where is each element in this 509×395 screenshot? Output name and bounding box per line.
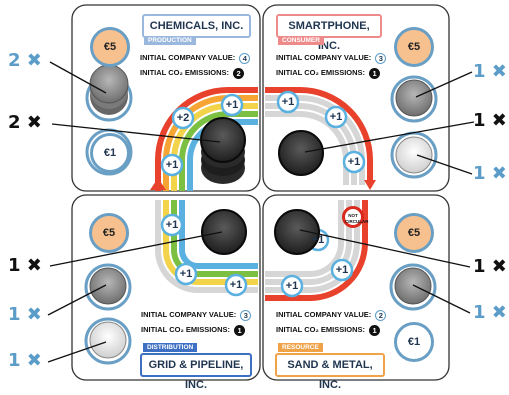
count-callout: 1 ✖ bbox=[8, 350, 42, 371]
money-coin-value: 1 bbox=[110, 147, 117, 159]
plus-label: +1 bbox=[285, 280, 299, 292]
token-stack-left-chemicals bbox=[85, 64, 133, 122]
money-coin-value: 5 bbox=[110, 41, 117, 53]
plus-label: +1 bbox=[347, 156, 361, 168]
plus-label: +2 bbox=[176, 112, 190, 124]
plus-bubble bbox=[174, 262, 198, 286]
plus-label: +1 bbox=[311, 234, 325, 246]
money-coin-value: 5 bbox=[109, 227, 116, 239]
token-grey-sand bbox=[389, 263, 437, 311]
initial-value-number: 3 bbox=[240, 309, 252, 321]
token-dark-sand bbox=[274, 209, 320, 255]
plus-label: +1 bbox=[229, 279, 243, 291]
token-white-grid bbox=[84, 317, 132, 365]
company-name: GRID & PIPELINE, INC. bbox=[140, 353, 252, 391]
money-coin-value: 5 bbox=[414, 41, 421, 53]
initial-value: INITIAL COMPANY VALUE:3 bbox=[276, 52, 387, 64]
initial-co2-label: INITIAL CO₂ EMISSIONS: bbox=[141, 325, 231, 334]
plus-label: +1 bbox=[329, 111, 343, 123]
money-coin-value: 1 bbox=[414, 336, 421, 348]
plus-bubble bbox=[160, 153, 184, 177]
money-coin: €1 bbox=[90, 133, 130, 173]
money-coin-value: 5 bbox=[414, 227, 421, 239]
count-callout: 1 ✖ bbox=[8, 304, 42, 325]
initial-value-number: 4 bbox=[239, 52, 251, 64]
token-dark-grid bbox=[201, 209, 247, 255]
plus-label: +1 bbox=[165, 159, 179, 171]
count-callout: 2 ✖ bbox=[8, 112, 42, 133]
initial-co2: INITIAL CO₂ EMISSIONS:1 bbox=[141, 324, 246, 336]
token-grey-grid bbox=[84, 263, 132, 311]
initial-value-number: 3 bbox=[375, 52, 387, 64]
category-tag: CONSUMER bbox=[278, 36, 324, 45]
plus-bubble bbox=[342, 150, 366, 174]
token-white-smartphone bbox=[390, 131, 438, 179]
initial-value: INITIAL COMPANY VALUE:4 bbox=[140, 52, 251, 64]
token-dark-smartphone bbox=[278, 130, 324, 176]
category-tag: DISTRIBUTION bbox=[143, 343, 198, 352]
count-callout: 1 ✖ bbox=[473, 256, 507, 277]
initial-value-label: INITIAL COMPANY VALUE: bbox=[141, 310, 237, 319]
company-name: CHEMICALS, INC. bbox=[142, 14, 251, 38]
track-arrow bbox=[150, 178, 166, 190]
money-coin: €1 bbox=[394, 322, 434, 362]
initial-value-label: INITIAL COMPANY VALUE: bbox=[276, 53, 372, 62]
initial-value-label: INITIAL COMPANY VALUE: bbox=[140, 53, 236, 62]
initial-co2-label: INITIAL CO₂ EMISSIONS: bbox=[140, 68, 230, 77]
company-name: SMARTPHONE, INC. bbox=[276, 14, 382, 52]
plus-bubble bbox=[330, 258, 354, 282]
plus-bubble bbox=[160, 213, 184, 237]
plus-label: +1 bbox=[179, 268, 193, 280]
game-scene bbox=[47, 4, 475, 381]
plus-label: +1 bbox=[225, 99, 239, 111]
initial-value-number: 2 bbox=[375, 309, 387, 321]
count-callout: 1 ✖ bbox=[473, 163, 507, 184]
money-coin: €5 bbox=[394, 213, 434, 253]
plus-bubble bbox=[276, 90, 300, 114]
count-callout: 1 ✖ bbox=[473, 110, 507, 131]
category-tag: RESOURCE bbox=[278, 343, 323, 352]
money-coin: €5 bbox=[394, 27, 434, 67]
money-coin: €5 bbox=[90, 27, 130, 67]
count-callout: 1 ✖ bbox=[473, 302, 507, 323]
company-name: SAND & METAL, INC. bbox=[275, 353, 385, 391]
initial-value: INITIAL COMPANY VALUE:2 bbox=[276, 309, 387, 321]
plus-bubble bbox=[324, 105, 348, 129]
count-callout: 1 ✖ bbox=[8, 255, 42, 276]
plus-bubble bbox=[220, 93, 244, 117]
plus-label: +1 bbox=[165, 219, 179, 231]
initial-co2: INITIAL CO₂ EMISSIONS:1 bbox=[276, 67, 381, 79]
not-circular-badge: NOT CIRCULAR bbox=[342, 206, 369, 228]
initial-co2-number: 1 bbox=[369, 324, 381, 336]
initial-value: INITIAL COMPANY VALUE:3 bbox=[141, 309, 252, 321]
money-coin: €5 bbox=[89, 213, 129, 253]
plus-label: +1 bbox=[335, 264, 349, 276]
plus-bubble bbox=[171, 106, 195, 130]
plus-label: +1 bbox=[281, 96, 295, 108]
callout-lines bbox=[47, 61, 475, 363]
category-tag: PRODUCTION bbox=[144, 36, 196, 45]
initial-co2: INITIAL CO₂ EMISSIONS:1 bbox=[276, 324, 381, 336]
token-stack-center-chemicals bbox=[200, 117, 246, 184]
count-callout: 2 ✖ bbox=[8, 50, 42, 71]
token-grey-smartphone bbox=[390, 75, 438, 123]
plus-bubble bbox=[224, 273, 248, 297]
initial-co2-label: INITIAL CO₂ EMISSIONS: bbox=[276, 68, 366, 77]
initial-co2-number: 1 bbox=[234, 324, 246, 336]
initial-co2-label: INITIAL CO₂ EMISSIONS: bbox=[276, 325, 366, 334]
count-callout: 1 ✖ bbox=[473, 61, 507, 82]
initial-co2-number: 2 bbox=[233, 67, 245, 79]
initial-value-label: INITIAL COMPANY VALUE: bbox=[276, 310, 372, 319]
initial-co2-number: 1 bbox=[369, 67, 381, 79]
track-arrow bbox=[364, 180, 376, 190]
initial-co2: INITIAL CO₂ EMISSIONS:2 bbox=[140, 67, 245, 79]
plus-bubble bbox=[280, 274, 304, 298]
